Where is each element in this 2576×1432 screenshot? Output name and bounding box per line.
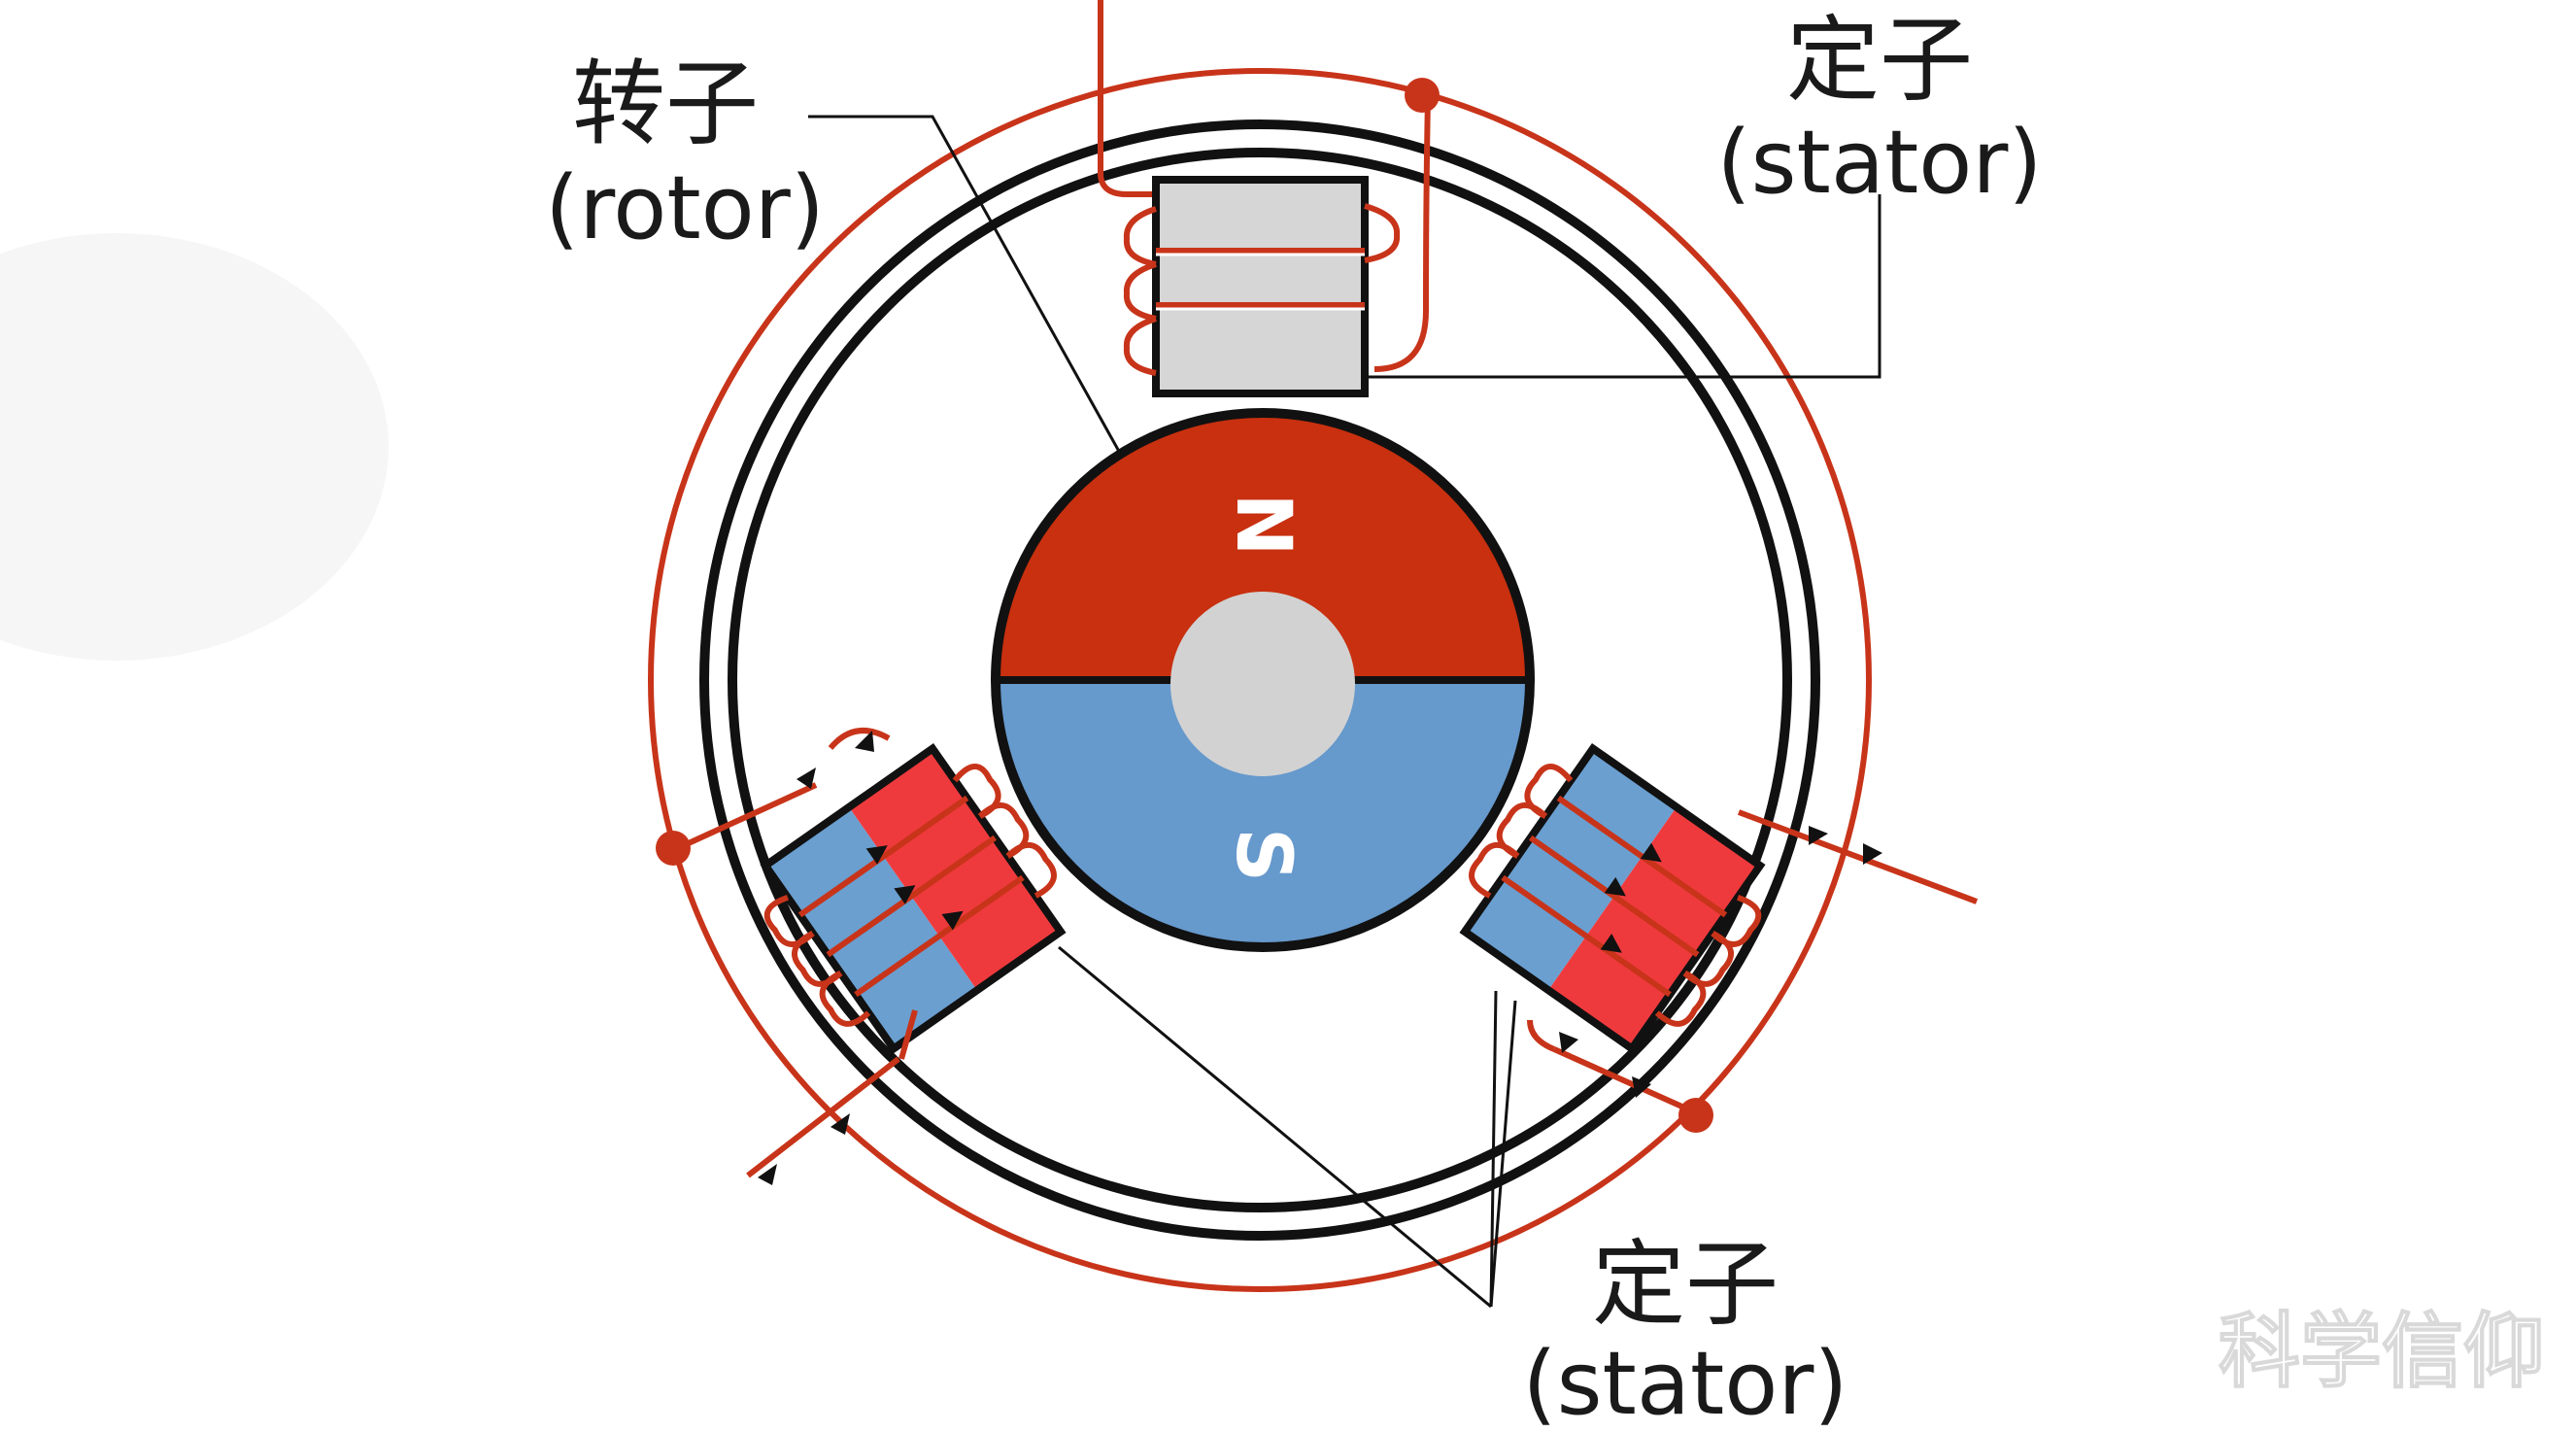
watermark: 科学信仰 [2219, 1304, 2545, 1399]
arrow-icon [1640, 842, 1662, 863]
stator-coil-right-leads [1527, 809, 1979, 1115]
stator-coil-left-leads [678, 728, 918, 1178]
stator-pole-bottom-left [760, 743, 1067, 1054]
arrow-icon [1600, 934, 1622, 953]
arrow-icon [865, 845, 888, 865]
connection-dots [656, 78, 1713, 1133]
label-stator-bottom: 定子 (stator) [1523, 1230, 1848, 1432]
connection-dot-right [1678, 1098, 1713, 1133]
stator-core-top [1152, 176, 1369, 397]
left-lead-arrows [758, 731, 874, 1185]
label-stator-top-cn: 定子 [1786, 6, 1973, 115]
pole-south-label: S [1219, 828, 1306, 882]
arrow-icon [1632, 1076, 1651, 1098]
arrow-icon [758, 1164, 777, 1185]
stator-bottom-leader-mid [1489, 990, 1498, 1308]
stator-bottom-leader-right [1489, 1000, 1517, 1308]
background-shading [0, 233, 389, 661]
label-stator-bottom-cn: 定子 [1592, 1230, 1779, 1339]
stator-coil-top [1123, 203, 1401, 376]
arrow-icon [1604, 876, 1626, 897]
stator-pole-bottom-right [1459, 743, 1766, 1054]
arrow-icon [1863, 843, 1882, 865]
label-rotor-en: (rotor) [545, 157, 825, 259]
stator-ring [699, 119, 1820, 1241]
label-rotor-cn: 转子 [572, 50, 759, 158]
right-lead-arrows [1559, 826, 1882, 1098]
arrow-icon [941, 910, 964, 931]
label-rotor: 转子 (rotor) [545, 50, 825, 259]
label-stator-top-en: (stator) [1717, 112, 2043, 214]
supply-loop [648, 68, 1872, 1292]
label-stator-top: 定子 (stator) [1717, 6, 2043, 214]
arrow-icon [830, 1113, 850, 1135]
arrow-icon [894, 885, 916, 904]
rotor-shaft [1170, 592, 1355, 776]
arrow-icon [855, 731, 874, 752]
label-stator-bottom-en: (stator) [1523, 1333, 1848, 1432]
pole-north-label: N [1219, 493, 1306, 556]
arrow-icon [1559, 1032, 1578, 1053]
stator-top-leader [1368, 194, 1881, 379]
leader-lines [808, 115, 1881, 1309]
stator-bottom-leader-left [1058, 945, 1492, 1309]
connection-dot-left [656, 831, 691, 866]
arrow-icon [797, 767, 816, 789]
rotor-magnet: N S [991, 408, 1535, 952]
rotor-leader [808, 115, 1124, 458]
stator-pole-top [1098, 0, 1432, 397]
arrow-icon [1809, 826, 1828, 845]
connection-dot-top [1405, 78, 1440, 113]
